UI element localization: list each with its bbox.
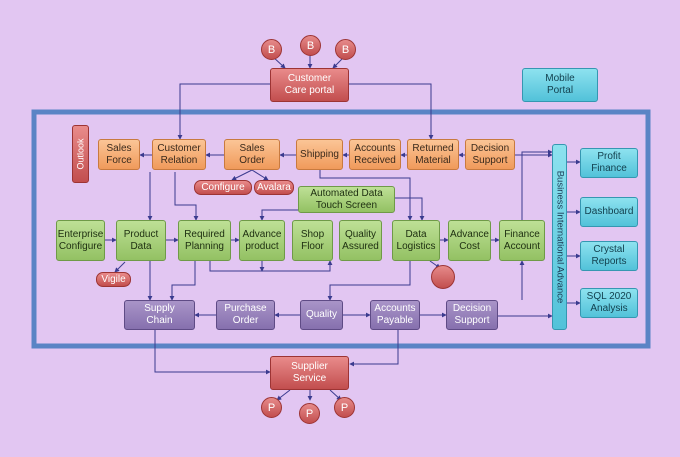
sales-force-box[interactable]: Sales Force <box>98 139 140 170</box>
p-circle-2[interactable]: P <box>299 403 320 424</box>
dashboard-box[interactable]: Dashboard <box>580 197 638 227</box>
vigile-tag[interactable]: Vigile <box>96 272 131 287</box>
shipping-box[interactable]: Shipping <box>296 139 343 170</box>
b-circle-3[interactable]: B <box>335 39 356 60</box>
supplier-service-box[interactable]: Supplier Service <box>270 356 349 390</box>
logistics-circle[interactable] <box>431 265 455 289</box>
customer-care-portal-box[interactable]: Customer Care portal <box>270 68 349 102</box>
advance-product-box[interactable]: Advance product <box>239 220 285 261</box>
mobile-portal-box[interactable]: Mobile Portal <box>522 68 598 102</box>
finance-account-box[interactable]: Finance Account <box>499 220 545 261</box>
outlook-box[interactable]: Outlook <box>72 125 89 183</box>
returned-material-box[interactable]: Returned Material <box>407 139 459 170</box>
enterprise-configure-box[interactable]: Enterprise Configure <box>56 220 105 261</box>
data-logistics-box[interactable]: Data Logistics <box>392 220 440 261</box>
avalara-tag[interactable]: Avalara <box>254 180 294 195</box>
accounts-received-box[interactable]: Accounts Received <box>349 139 401 170</box>
product-data-box[interactable]: Product Data <box>116 220 166 261</box>
decision-support-top-box[interactable]: Decision Support <box>465 139 515 170</box>
p-circle-3[interactable]: P <box>334 397 355 418</box>
purchase-order-box[interactable]: Purchase Order <box>216 300 275 330</box>
customer-relation-box[interactable]: Customer Relation <box>152 139 206 170</box>
crystal-reports-box[interactable]: Crystal Reports <box>580 241 638 271</box>
accounts-payable-box[interactable]: Accounts Payable <box>370 300 420 330</box>
required-planning-box[interactable]: Required Planning <box>178 220 231 261</box>
decision-support-bottom-box[interactable]: Decision Support <box>446 300 498 330</box>
b-circle-1[interactable]: B <box>261 39 282 60</box>
outlook-label: Outlook <box>75 138 86 170</box>
enterprise-frame <box>31 109 651 349</box>
profit-finance-box[interactable]: Profit Finance <box>580 148 638 178</box>
business-bus-box[interactable]: Business International Advance <box>552 144 567 330</box>
sales-order-box[interactable]: Sales Order <box>224 139 280 170</box>
advance-cost-box[interactable]: Advance Cost <box>448 220 491 261</box>
quality-box[interactable]: Quality <box>300 300 343 330</box>
shop-floor-box[interactable]: Shop Floor <box>292 220 333 261</box>
supply-chain-box[interactable]: Supply Chain <box>124 300 195 330</box>
quality-assured-box[interactable]: Quality Assured <box>339 220 382 261</box>
configure-tag[interactable]: Configure <box>194 180 252 195</box>
sql-analysis-box[interactable]: SQL 2020 Analysis <box>580 288 638 318</box>
automated-data-box[interactable]: Automated Data Touch Screen <box>298 186 395 213</box>
p-circle-1[interactable]: P <box>261 397 282 418</box>
b-circle-2[interactable]: B <box>300 35 321 56</box>
business-bus-label: Business International Advance <box>554 170 566 304</box>
